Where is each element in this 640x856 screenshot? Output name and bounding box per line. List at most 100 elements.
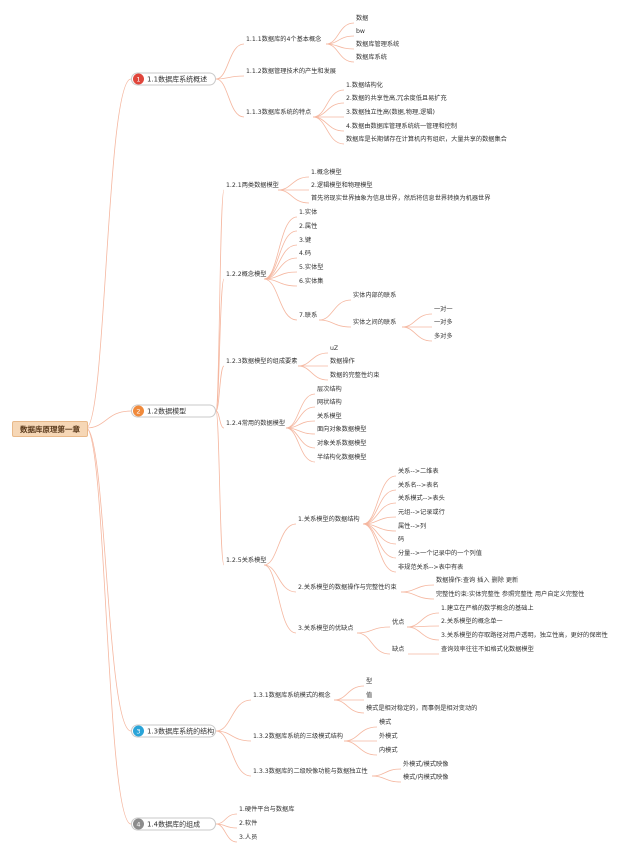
subtopic-node[interactable]: 1.3.3数据库的二级映像功能与数据独立性 <box>253 767 368 775</box>
connector-line <box>85 410 132 429</box>
section-3-node[interactable]: 3 1.3数据库系统的结构 <box>131 724 216 738</box>
leaf-node[interactable]: 2.属性 <box>299 222 318 230</box>
leaf-node[interactable]: 属性-->列 <box>398 522 427 530</box>
leaf-node[interactable]: 外模式 <box>379 732 398 740</box>
connector-line <box>400 584 435 593</box>
leaf-node[interactable]: 3.关系模型的存取路径对用户透明，独立性高，更好的保密性 <box>441 631 608 639</box>
subtopic-node[interactable]: 1.1.1数据库的4个基本概念 <box>246 35 322 43</box>
leaf-node[interactable]: 码 <box>398 535 405 543</box>
leaf-node[interactable]: 数据库管理系统 <box>356 40 400 48</box>
leaf-node[interactable]: 数据 <box>356 14 369 22</box>
subtopic-node[interactable]: 2.关系模型的数据操作与完整性约束 <box>298 583 397 591</box>
leaf-node[interactable]: 首先将现实世界抽象为信息世界，然后将信息世界转换为机器世界 <box>311 194 491 202</box>
leaf-node[interactable]: 关系模式-->表头 <box>398 494 445 502</box>
leaf-node[interactable]: 多对多 <box>434 332 453 340</box>
leaf-node[interactable]: 半结构化数据模型 <box>317 453 367 461</box>
leaf-node[interactable]: 6.实体集 <box>299 277 324 285</box>
leaf-node[interactable]: 网状结构 <box>317 398 342 406</box>
connector-line <box>312 102 345 118</box>
leaf-node[interactable]: 5.实体型 <box>299 263 324 271</box>
subtopic-node[interactable]: 1.3.2数据库系统的三级模式结构 <box>253 732 343 740</box>
leaf-node[interactable]: 2.数据的共享性高,冗余度低且易扩充 <box>346 94 447 102</box>
leaf-node[interactable]: 2.关系模型的概念单一 <box>441 617 503 625</box>
leaf-node[interactable]: 4.数据由数据库管理系统统一管理和控制 <box>346 122 458 130</box>
leaf-node[interactable]: 2.软件 <box>239 819 258 827</box>
leaf-node[interactable]: 1.概念模型 <box>311 168 342 176</box>
leaf-node[interactable]: 数据的完整性约束 <box>330 371 380 379</box>
leaf-node[interactable]: 元组-->记录或行 <box>398 508 445 516</box>
leaf-node[interactable]: 型 <box>366 677 373 685</box>
leaf-node[interactable]: 数据库系统 <box>356 53 387 61</box>
subtopic-node[interactable]: 3.关系模型的优缺点 <box>298 624 354 632</box>
connector-line <box>263 244 298 280</box>
leaf-node[interactable]: 1.建立在严格的数学概念的基础上 <box>441 604 534 612</box>
number-badge: 4 <box>133 818 144 830</box>
leaf-node[interactable]: 对象关系数据模型 <box>317 439 367 447</box>
connector-line <box>400 591 435 600</box>
leaf-node[interactable]: 值 <box>366 691 373 699</box>
leaf-node[interactable]: 模式是相对稳定的，而事例是相对变动的 <box>366 704 478 712</box>
subtopic-node[interactable]: 1.1.2数据管理技术的产生和发展 <box>246 67 336 75</box>
connector-line <box>297 352 329 367</box>
leaf-node[interactable]: 分量-->一个记录中的一个列值 <box>398 549 482 557</box>
leaf-node[interactable]: 数据操作:查询 插入 删除 更新 <box>436 576 519 584</box>
leaf-node[interactable]: 面向对象数据模型 <box>317 425 367 433</box>
cons-node[interactable]: 缺点 <box>392 645 405 653</box>
leaf-node[interactable]: 实体内部的联系 <box>353 291 397 299</box>
leaf-node[interactable]: 关系模型 <box>317 412 342 420</box>
connector-line <box>85 427 132 732</box>
subtopic-node[interactable]: 1.2.1两类数据模型 <box>226 181 279 189</box>
leaf-node[interactable]: uZ <box>330 344 339 352</box>
subtopic-node[interactable]: 1.2.4常用的数据模型 <box>226 419 286 427</box>
relation-node[interactable]: 7.联系 <box>299 311 318 319</box>
connector-line <box>285 406 316 429</box>
leaf-node[interactable]: 层次结构 <box>317 385 342 393</box>
leaf-node[interactable]: 4.码 <box>299 249 312 257</box>
connector-line <box>215 75 245 80</box>
subtopic-node[interactable]: 1.关系模型的数据结构 <box>298 515 360 523</box>
connector-line <box>312 116 345 145</box>
leaf-node[interactable]: 数据操作 <box>330 357 355 365</box>
leaf-node[interactable]: 非规范关系-->表中有表 <box>398 563 464 571</box>
leaf-node[interactable]: 完整性约束:实体完整性 参照完整性 用户自定义完整性 <box>436 590 585 598</box>
section-2-node[interactable]: 2 1.2数据模型 <box>131 404 216 418</box>
leaf-node[interactable]: 模式 <box>379 718 392 726</box>
leaf-node[interactable]: 关系名-->表名 <box>398 481 439 489</box>
leaf-node[interactable]: 模式/内模式映像 <box>403 773 449 781</box>
subtopic-node[interactable]: 1.3.1数据库系统模式的概念 <box>253 691 331 699</box>
connector-line <box>263 523 297 566</box>
leaf-node[interactable]: 1.实体 <box>299 208 318 216</box>
leaf-node[interactable]: bw <box>356 27 365 35</box>
connector-line <box>371 768 402 777</box>
leaf-node[interactable]: 查询效率往往不如格式化数据模型 <box>441 645 534 653</box>
leaf-node[interactable]: 2.逻辑模型和物理模型 <box>311 181 373 189</box>
leaf-node[interactable]: 1.数据结构化 <box>346 81 383 89</box>
leaf-node[interactable]: 外模式/模式映像 <box>403 760 449 768</box>
leaf-node[interactable]: 3.人员 <box>239 833 258 841</box>
connector-line <box>215 410 225 429</box>
leaf-node[interactable]: 1.硬件平台与数据库 <box>239 805 295 813</box>
leaf-node[interactable]: 一对一 <box>434 305 453 313</box>
subtopic-node[interactable]: 1.1.3数据库系统的特点 <box>246 108 312 116</box>
leaf-node[interactable]: 关系-->二维表 <box>398 467 439 475</box>
leaf-node[interactable]: 内模式 <box>379 746 398 754</box>
connector-line <box>215 823 238 843</box>
connector-line <box>362 523 397 545</box>
root-node[interactable]: 数据库原理第一章 <box>12 421 88 437</box>
relation-between-node[interactable]: 实体之间的联系 <box>353 318 397 326</box>
pros-node[interactable]: 优点 <box>392 618 405 626</box>
section-1-node[interactable]: 1 1.1数据库系统概述 <box>131 72 216 86</box>
connector-line <box>85 427 132 825</box>
connector-line <box>263 230 298 280</box>
subtopic-node[interactable]: 1.2.5关系模型 <box>226 556 267 564</box>
leaf-node[interactable]: 3.键 <box>299 236 312 244</box>
connector-line <box>356 632 391 655</box>
leaf-node[interactable]: 一对多 <box>434 318 453 326</box>
leaf-node[interactable]: 数据库是长期储存在计算机内有组织，大量共享的数据集合 <box>346 135 507 143</box>
subtopic-node[interactable]: 1.2.2概念模型 <box>226 270 267 278</box>
leaf-node[interactable]: 3.数据独立性高(数据,物理,逻辑) <box>346 108 435 116</box>
subtopic-node[interactable]: 1.2.3数据模型的组成要素 <box>226 357 298 365</box>
section-4-node[interactable]: 4 1.4数据库的组成 <box>131 817 216 831</box>
connector-line <box>277 176 310 191</box>
